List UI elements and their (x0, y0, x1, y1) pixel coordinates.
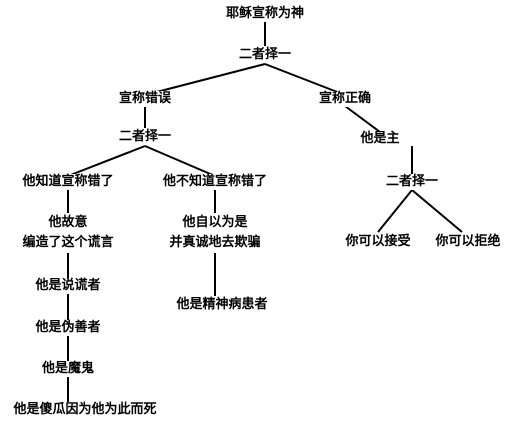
deliberate-node: 他故意 编造了这个谎言 (22, 213, 114, 253)
connector-choice1-true (264, 63, 346, 96)
connector-choice3-reject (411, 189, 463, 233)
demon-node: 他是魔鬼 (41, 361, 95, 377)
claim-true-node: 宣称正确 (318, 91, 372, 107)
believed-node: 他自以为是 并真诚地去欺骗 (169, 213, 261, 253)
you-reject-node: 你可以拒绝 (435, 234, 501, 250)
choice-node-1: 二者择一 (238, 47, 292, 63)
knew-false-node: 他知道宣称错了 (22, 174, 114, 190)
didnt-know-false-node: 他不知道宣称错了 (162, 174, 268, 190)
liar-node: 他是说谎者 (35, 278, 101, 294)
connector-choice3-accept (377, 189, 413, 233)
believed-line-1: 他自以为是 (182, 215, 248, 230)
choice-node-2: 二者择一 (118, 129, 172, 145)
lunatic-node: 他是精神病患者 (176, 297, 268, 313)
deliberate-line-1: 他故意 (48, 215, 88, 230)
fool-node: 他是傻瓜因为他为此而死 (13, 402, 157, 418)
choice-node-3: 二者择一 (385, 174, 439, 190)
claim-false-node: 宣称错误 (118, 91, 172, 107)
you-accept-node: 你可以接受 (345, 234, 411, 250)
he-is-lord-node: 他是主 (360, 131, 400, 147)
connector-true-lord (344, 105, 381, 133)
connector-choice2-didnt (144, 145, 216, 177)
deliberate-line-2: 编造了这个谎言 (22, 235, 114, 250)
root-node: 耶稣宣称为神 (225, 6, 305, 22)
believed-line-2: 并真诚地去欺骗 (169, 235, 261, 250)
hypocrite-node: 他是伪善者 (35, 320, 101, 336)
connector-choice2-knew (67, 145, 146, 177)
connector-choice1-false (144, 63, 266, 96)
